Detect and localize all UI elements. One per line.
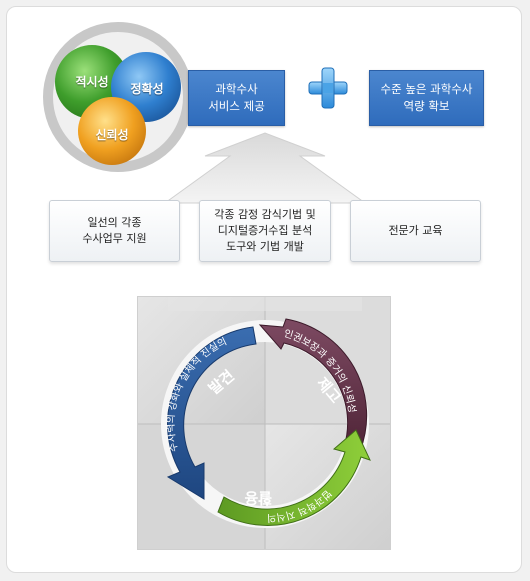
reliability-circle [78,97,146,165]
service-box: 과학수사 서비스 제공 [188,70,285,126]
utilize-title: 활용 [244,489,272,507]
tools-dev-box: 각종 감정 감식기법 및 디지털증거수집 분석 도구와 기법 개발 [199,200,331,262]
capacity-box: 수준 높은 과학수사 역량 확보 [369,70,484,126]
utilize-arrow [217,429,371,526]
accuracy-label: 정확성 [130,81,164,96]
discovery-arrow [166,326,257,500]
up-arrow [163,132,367,204]
cycle-panel: 수사력의 강화와 실체적 진실의 인권보장과 증거의 신뢰성 법과학적 지식의 … [137,296,391,550]
education-box: 전문가 교육 [350,200,481,262]
field-support-box: 일선의 각종 수사업무 지원 [49,200,180,262]
reliability-label: 신뢰성 [95,127,129,142]
cycle-diagram: 수사력의 강화와 실체적 진실의 인권보장과 증거의 신뢰성 법과학적 지식의 … [138,297,390,549]
plus-icon [308,67,348,109]
timeliness-label: 적시성 [75,74,109,89]
